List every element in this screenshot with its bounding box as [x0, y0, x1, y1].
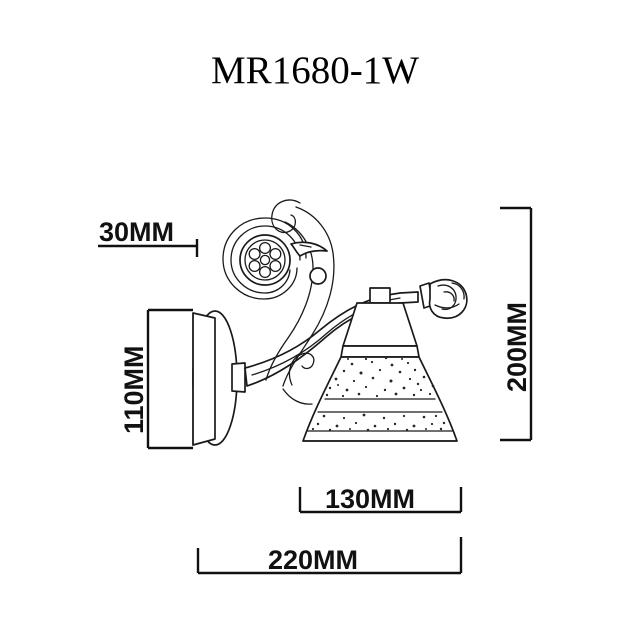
- scroll-outer-spine: [282, 206, 335, 387]
- rosette-outer-ring: [239, 234, 291, 286]
- scroll-tip-curl: [271, 199, 301, 234]
- finial-petal-2: [443, 291, 455, 302]
- scroll-lower-curl: [288, 352, 315, 386]
- arm-main-sweep: [244, 291, 419, 387]
- dimension-130mm: 130MM: [298, 484, 463, 514]
- backplate-slab: [192, 312, 216, 446]
- volute-leaf-vein: [299, 244, 312, 248]
- scroll-bud: [309, 267, 327, 285]
- shade-top-rim: [340, 345, 420, 358]
- dimension-200mm-label: 200MM: [502, 302, 532, 392]
- finial-petal-3: [451, 282, 465, 300]
- finial-body: [428, 278, 468, 319]
- flower-rosette-icon: [248, 241, 282, 279]
- shade-speckle-lower: [311, 413, 446, 432]
- dimension-30mm-label: 30MM: [99, 217, 174, 247]
- dimension-30mm: 30MM: [98, 217, 199, 257]
- shade-speckle-upper: [325, 356, 435, 398]
- volute-outer-spiral: [222, 217, 307, 300]
- dimension-220mm-label: 220MM: [268, 545, 358, 575]
- shade-neck: [342, 302, 418, 347]
- volute-mid-spiral: [230, 225, 301, 294]
- dimension-220mm: 220MM: [196, 537, 463, 575]
- leaf-bud-finial: [419, 278, 468, 319]
- finial-petal-4: [434, 303, 460, 309]
- finial-petal-1: [437, 284, 457, 311]
- arm-collar: [231, 362, 246, 393]
- dimension-200mm: 200MM: [500, 206, 533, 442]
- dimension-110mm-label: 110MM: [119, 345, 149, 434]
- dimension-130mm-label: 130MM: [325, 484, 415, 514]
- scroll-lower-tail: [282, 388, 313, 405]
- dimension-110mm: 110MM: [119, 308, 193, 450]
- rosette-inner-ring: [244, 239, 286, 281]
- shade-stem: [369, 287, 391, 304]
- volute-leaf: [290, 241, 328, 257]
- lamp-illustration: [192, 199, 468, 446]
- page-title: MR1680-1W: [211, 49, 419, 92]
